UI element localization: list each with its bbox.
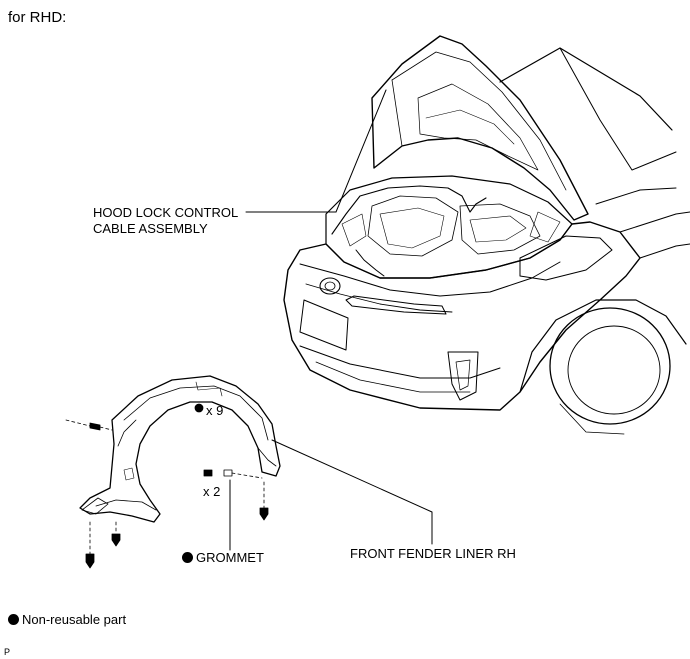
screw-left [65,419,113,431]
legend-marker-icon [8,614,19,625]
front-bumper [283,221,641,411]
callout-hood-lock-line2: CABLE ASSEMBLY [93,221,208,236]
clip-top [194,403,204,413]
callout-grommet: GROMMET [196,550,264,565]
license-plate [299,299,349,351]
screw-bottom-right [259,481,269,521]
non-reusable-marker-icon [182,552,193,563]
fender-liner [79,375,281,523]
callout-hood-lock-line1: HOOD LOCK CONTROL [93,205,239,220]
emblem [319,277,341,295]
hood-support-rod [335,89,387,213]
screw-bottom-left [85,521,95,569]
headlamp [519,235,613,281]
open-hood [371,35,589,221]
wheel [549,307,671,425]
quantity-clips: x 9 [206,403,224,418]
screw-pair [203,469,263,479]
wheel-arch [519,299,687,393]
fender-liner-illustration [65,375,281,569]
footer-code: P [4,647,11,657]
diagram-title: for RHD: [8,9,67,26]
vehicle-illustration [283,35,690,435]
callout-fender-liner: FRONT FENDER LINER RH [350,546,516,561]
quantity-screws: x 2 [203,484,221,499]
clip-bottom [111,521,121,547]
hood-lock-cable [331,185,487,235]
leader-lines [229,211,433,551]
leader-fender-liner [271,439,433,545]
legend-non-reusable: Non-reusable part [22,612,127,627]
fog-lamp [447,351,479,401]
windshield [499,47,673,131]
